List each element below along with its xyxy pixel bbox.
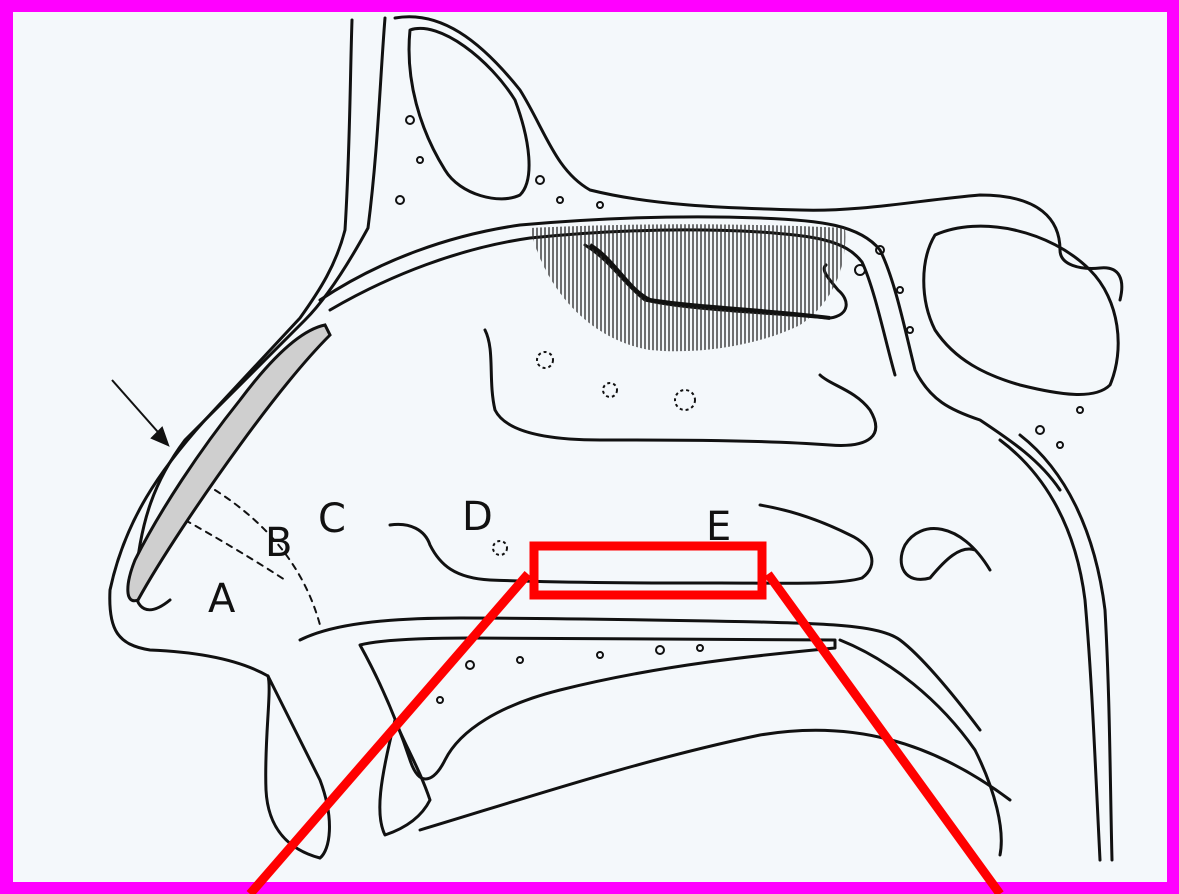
label-d: D xyxy=(462,494,493,540)
label-c: C xyxy=(318,496,346,542)
label-a: A xyxy=(208,576,236,622)
label-b: B xyxy=(265,520,292,566)
